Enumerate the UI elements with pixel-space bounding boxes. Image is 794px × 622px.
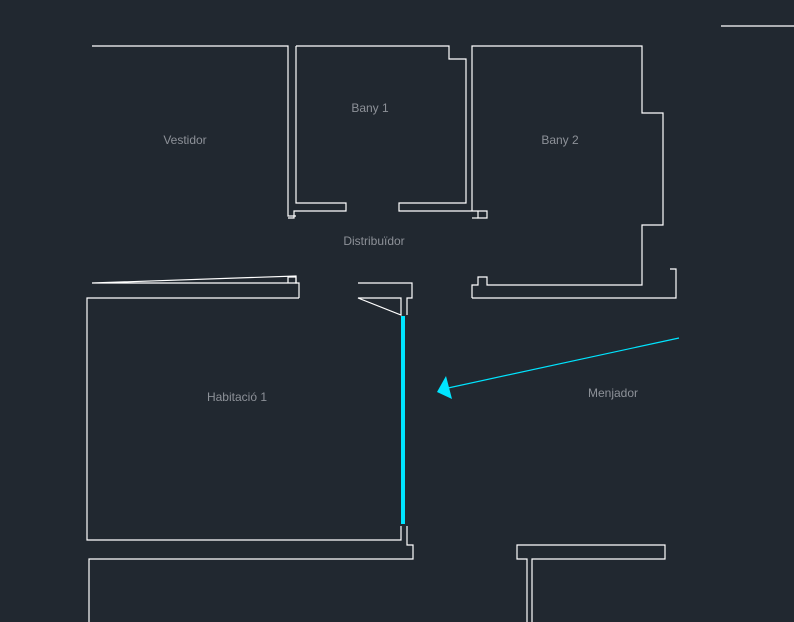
leader-arrow-head xyxy=(437,376,452,399)
wall-bottom-right xyxy=(516,544,666,622)
wall-bany2 xyxy=(471,45,664,298)
room-label-habitacio1: Habitació 1 xyxy=(207,390,267,404)
wall-distribuidor-jamb xyxy=(357,282,413,316)
wall-right-stub xyxy=(472,268,677,299)
wall-habitacio1 xyxy=(86,297,402,541)
room-label-vestidor: Vestidor xyxy=(163,133,206,147)
wall-vestidor xyxy=(91,45,297,284)
wall-bany1 xyxy=(296,45,488,219)
room-label-menjador: Menjador xyxy=(588,386,638,400)
room-label-bany2: Bany 2 xyxy=(541,133,579,147)
wall-habitacio1-bottom xyxy=(88,526,414,622)
wall-vestidor-corner xyxy=(287,276,300,298)
room-label-bany1: Bany 1 xyxy=(351,101,389,115)
wall-bany1-inner xyxy=(288,46,347,219)
leader-arrow-line xyxy=(447,337,680,389)
room-label-distribuidor: Distribuïdor xyxy=(343,234,404,248)
